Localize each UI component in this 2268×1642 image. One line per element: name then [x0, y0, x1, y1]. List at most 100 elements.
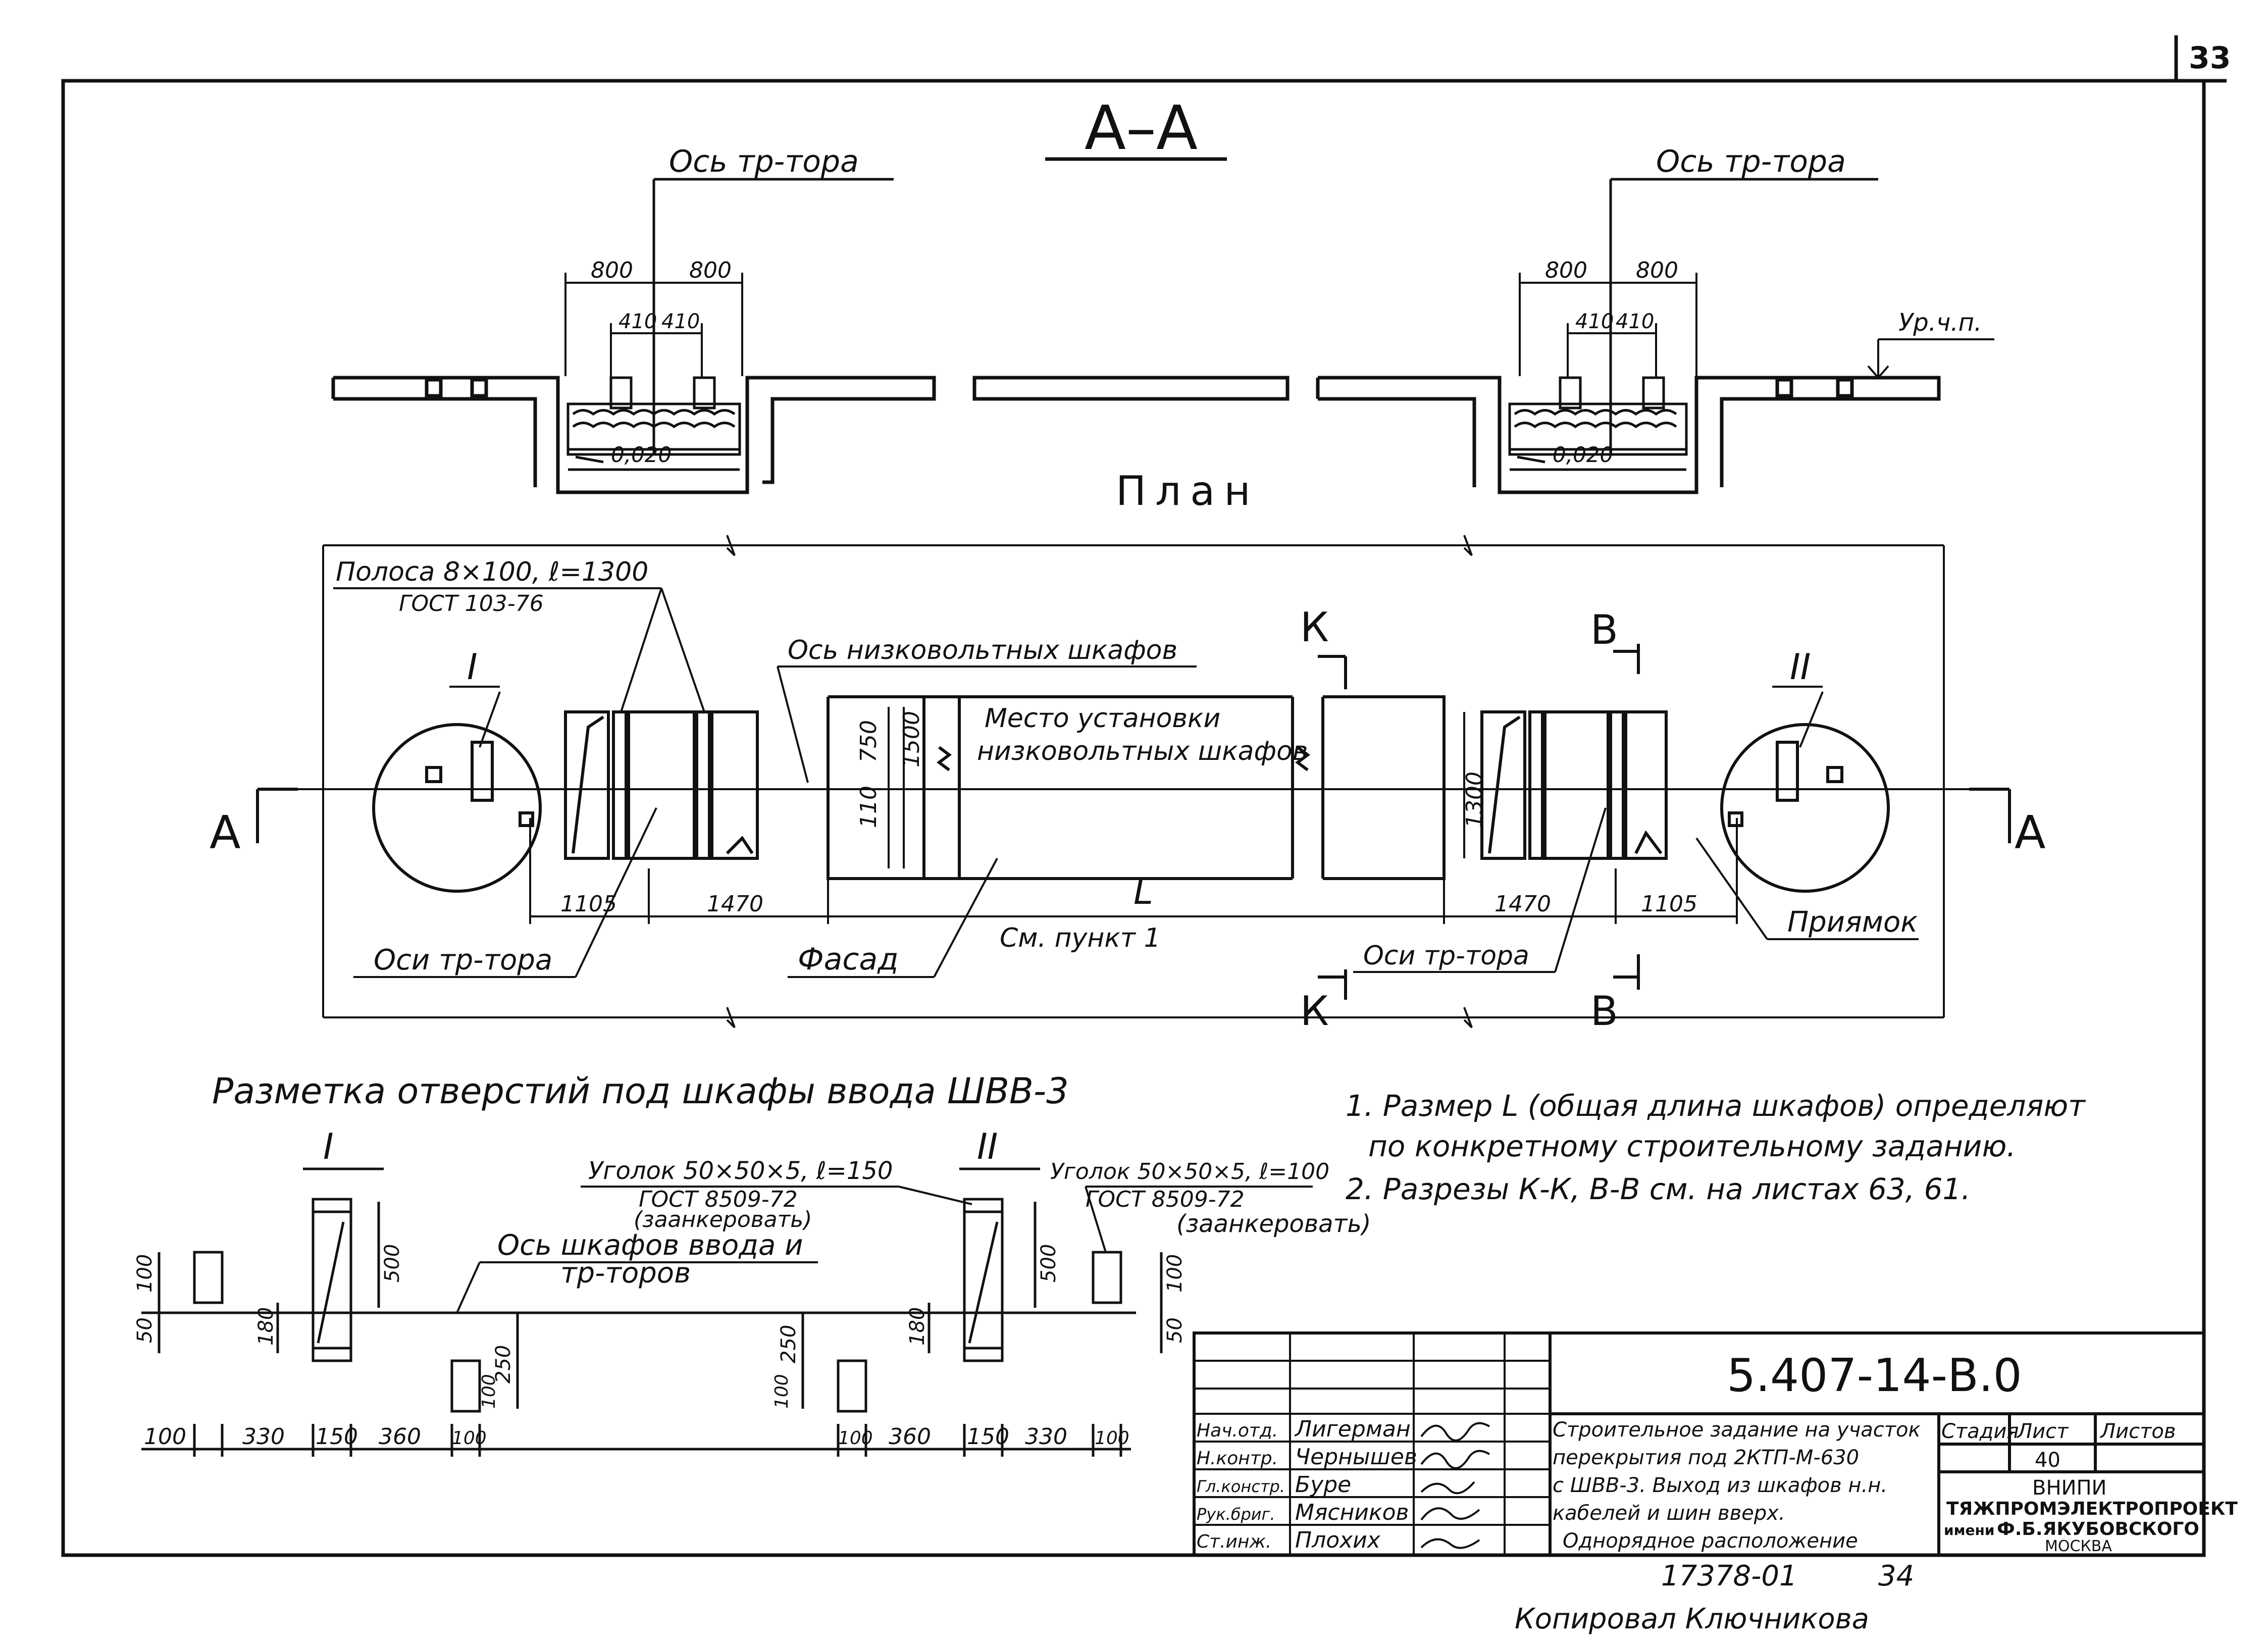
strips-right [1480, 710, 1668, 860]
pit-left [566, 376, 741, 471]
section-aa-title: А–А [1085, 93, 1198, 164]
facade-label: Фасад [798, 942, 899, 977]
drawing-code: 5.407-14-В.0 [1727, 1349, 2022, 1402]
marking-section: Разметка отверстий под шкафы ввода ШВВ-3… [133, 1070, 1371, 1457]
gost-8509-1: ГОСТ 8509-72 [639, 1187, 798, 1212]
pit-right [1508, 376, 1688, 471]
axis-text-1: Ось шкафов ввода и [497, 1229, 803, 1262]
plan-view: План А А [210, 468, 2046, 1035]
archive-sheet: 34 [1878, 1560, 1914, 1593]
name-4: Плохих [1295, 1527, 1381, 1553]
roman-1-marking: I [323, 1126, 334, 1167]
strips-left [564, 710, 759, 860]
section-k-bottom: К [1300, 988, 1329, 1035]
dim-1105-r: 1105 [1641, 891, 1697, 917]
name-3: Мясников [1295, 1500, 1409, 1525]
m-b-330-1: 330 [242, 1424, 285, 1450]
dim-800-l1: 800 [591, 258, 633, 283]
dim-1300: 1300 [1462, 772, 1487, 828]
plan-title: План [1116, 468, 1260, 515]
see-point: См. пункт 1 [1000, 923, 1161, 953]
dim-800-r2: 800 [1636, 258, 1678, 283]
org-1: ВНИПИ [2032, 1476, 2106, 1500]
strip-gost: ГОСТ 103-76 [399, 591, 544, 617]
axis-label-right: Ось тр-тора [1656, 144, 1846, 179]
m-b-100-4: 100 [1095, 1428, 1129, 1449]
sheet-frame [61, 35, 2227, 1557]
page-number: 33 [2189, 40, 2231, 76]
section-k-top: К [1300, 604, 1329, 651]
desc-1: перекрытия под 2КТП-М-630 [1553, 1446, 1859, 1469]
name-2: Буре [1295, 1472, 1351, 1498]
name-1: Чернышев [1295, 1444, 1417, 1470]
sheet-label: Лист [2016, 1420, 2069, 1443]
section-b-top: В [1590, 606, 1618, 653]
archive-number: 17378-01 [1661, 1560, 1797, 1593]
dim-800-l2: 800 [689, 258, 732, 283]
m-b-100-3: 100 [838, 1428, 873, 1449]
section-a-right: А [2015, 806, 2046, 859]
dims-aa-left [564, 273, 743, 379]
dim-1500: 1500 [899, 711, 924, 767]
install-place-1: Место установки [985, 703, 1220, 734]
title-block: 5.407-14-В.0 Нач.отд. Н.контр. Гл.констр… [1193, 1331, 2238, 1557]
m-b-150-2: 150 [967, 1424, 1009, 1450]
strip-label: Полоса 8×100, ℓ=1300 [336, 557, 648, 587]
role-1: Н.контр. [1197, 1448, 1278, 1469]
section-b-bottom: В [1590, 988, 1618, 1035]
m-d100-3: 100 [771, 1374, 792, 1409]
m-b-360-1: 360 [379, 1424, 421, 1450]
m-d50-1: 50 [133, 1317, 157, 1343]
m-d100-4: 100 [1163, 1254, 1187, 1293]
dim-410-r2: 410 [1616, 310, 1654, 333]
role-0: Нач.отд. [1197, 1420, 1278, 1441]
org-2: ТЯЖПРОМЭЛЕКТРОПРОЕКТ [1946, 1499, 2238, 1519]
m-d50-2: 50 [1163, 1317, 1187, 1343]
desc-0: Строительное задание на участок [1553, 1418, 1921, 1442]
roman-1-plan: I [467, 646, 478, 688]
m-d500-2: 500 [1037, 1244, 1060, 1282]
dim-750: 750 [856, 720, 882, 762]
tr-axes-left: Оси тр-тора [374, 944, 552, 977]
pit-label: Приямок [1787, 906, 1918, 939]
desc-4: Однорядное расположение [1563, 1529, 1858, 1553]
m-d500-1: 500 [381, 1244, 404, 1282]
note-line-3: 2. Разрезы К-К, В-В см. на листах 63, 61… [1346, 1172, 1971, 1206]
org-3: Ф.Б.ЯКУБОВСКОГО [1997, 1519, 2199, 1540]
m-b-100-2: 100 [452, 1428, 487, 1449]
role-4: Ст.инж. [1197, 1531, 1271, 1552]
m-d100-2: 100 [479, 1374, 499, 1409]
desc-3: кабелей и шин вверх. [1553, 1502, 1785, 1525]
angle-100-label: Уголок 50×50×5, ℓ=100 [1050, 1159, 1329, 1185]
install-place-2: низковольтных шкафов [977, 736, 1308, 766]
m-d100-1: 100 [133, 1254, 157, 1293]
anchor-1: (заанкеровать) [634, 1207, 812, 1233]
anchor-2: (заанкеровать) [1176, 1210, 1371, 1238]
copied-by: Копировал Ключникова [1515, 1603, 1869, 1635]
name-0: Лигерман [1294, 1416, 1411, 1442]
dim-1470-l: 1470 [707, 891, 763, 917]
dims-aa-right [1519, 273, 1697, 379]
m-b-100-1: 100 [144, 1424, 186, 1450]
floor-slab [331, 376, 1941, 494]
dim-1470-r: 1470 [1494, 891, 1551, 917]
stage-label: Стадия [1941, 1420, 2019, 1443]
dim-110: 110 [856, 786, 882, 828]
desc-2: с ШВВ-3. Выход из шкафов н.н. [1553, 1474, 1887, 1497]
role-2: Гл.констр. [1197, 1477, 1285, 1496]
sheets-label: Листов [2099, 1420, 2176, 1443]
m-b-150-1: 150 [316, 1424, 358, 1450]
sheet-number: 40 [2035, 1449, 2060, 1472]
m-d180-2: 180 [906, 1307, 929, 1346]
dim-410-l1: 410 [618, 310, 657, 333]
dim-410-l2: 410 [661, 310, 700, 333]
m-d250-2: 250 [777, 1325, 800, 1363]
angle-150-label: Уголок 50×50×5, ℓ=150 [588, 1157, 893, 1185]
role-3: Рук.бриг. [1197, 1505, 1275, 1524]
slope-left: 0,020 [611, 442, 672, 467]
m-b-360-2: 360 [889, 1424, 931, 1450]
axis-text-2: тр-торов [560, 1257, 691, 1290]
dim-800-r1: 800 [1545, 258, 1587, 283]
roman-2-plan: II [1790, 646, 1811, 688]
